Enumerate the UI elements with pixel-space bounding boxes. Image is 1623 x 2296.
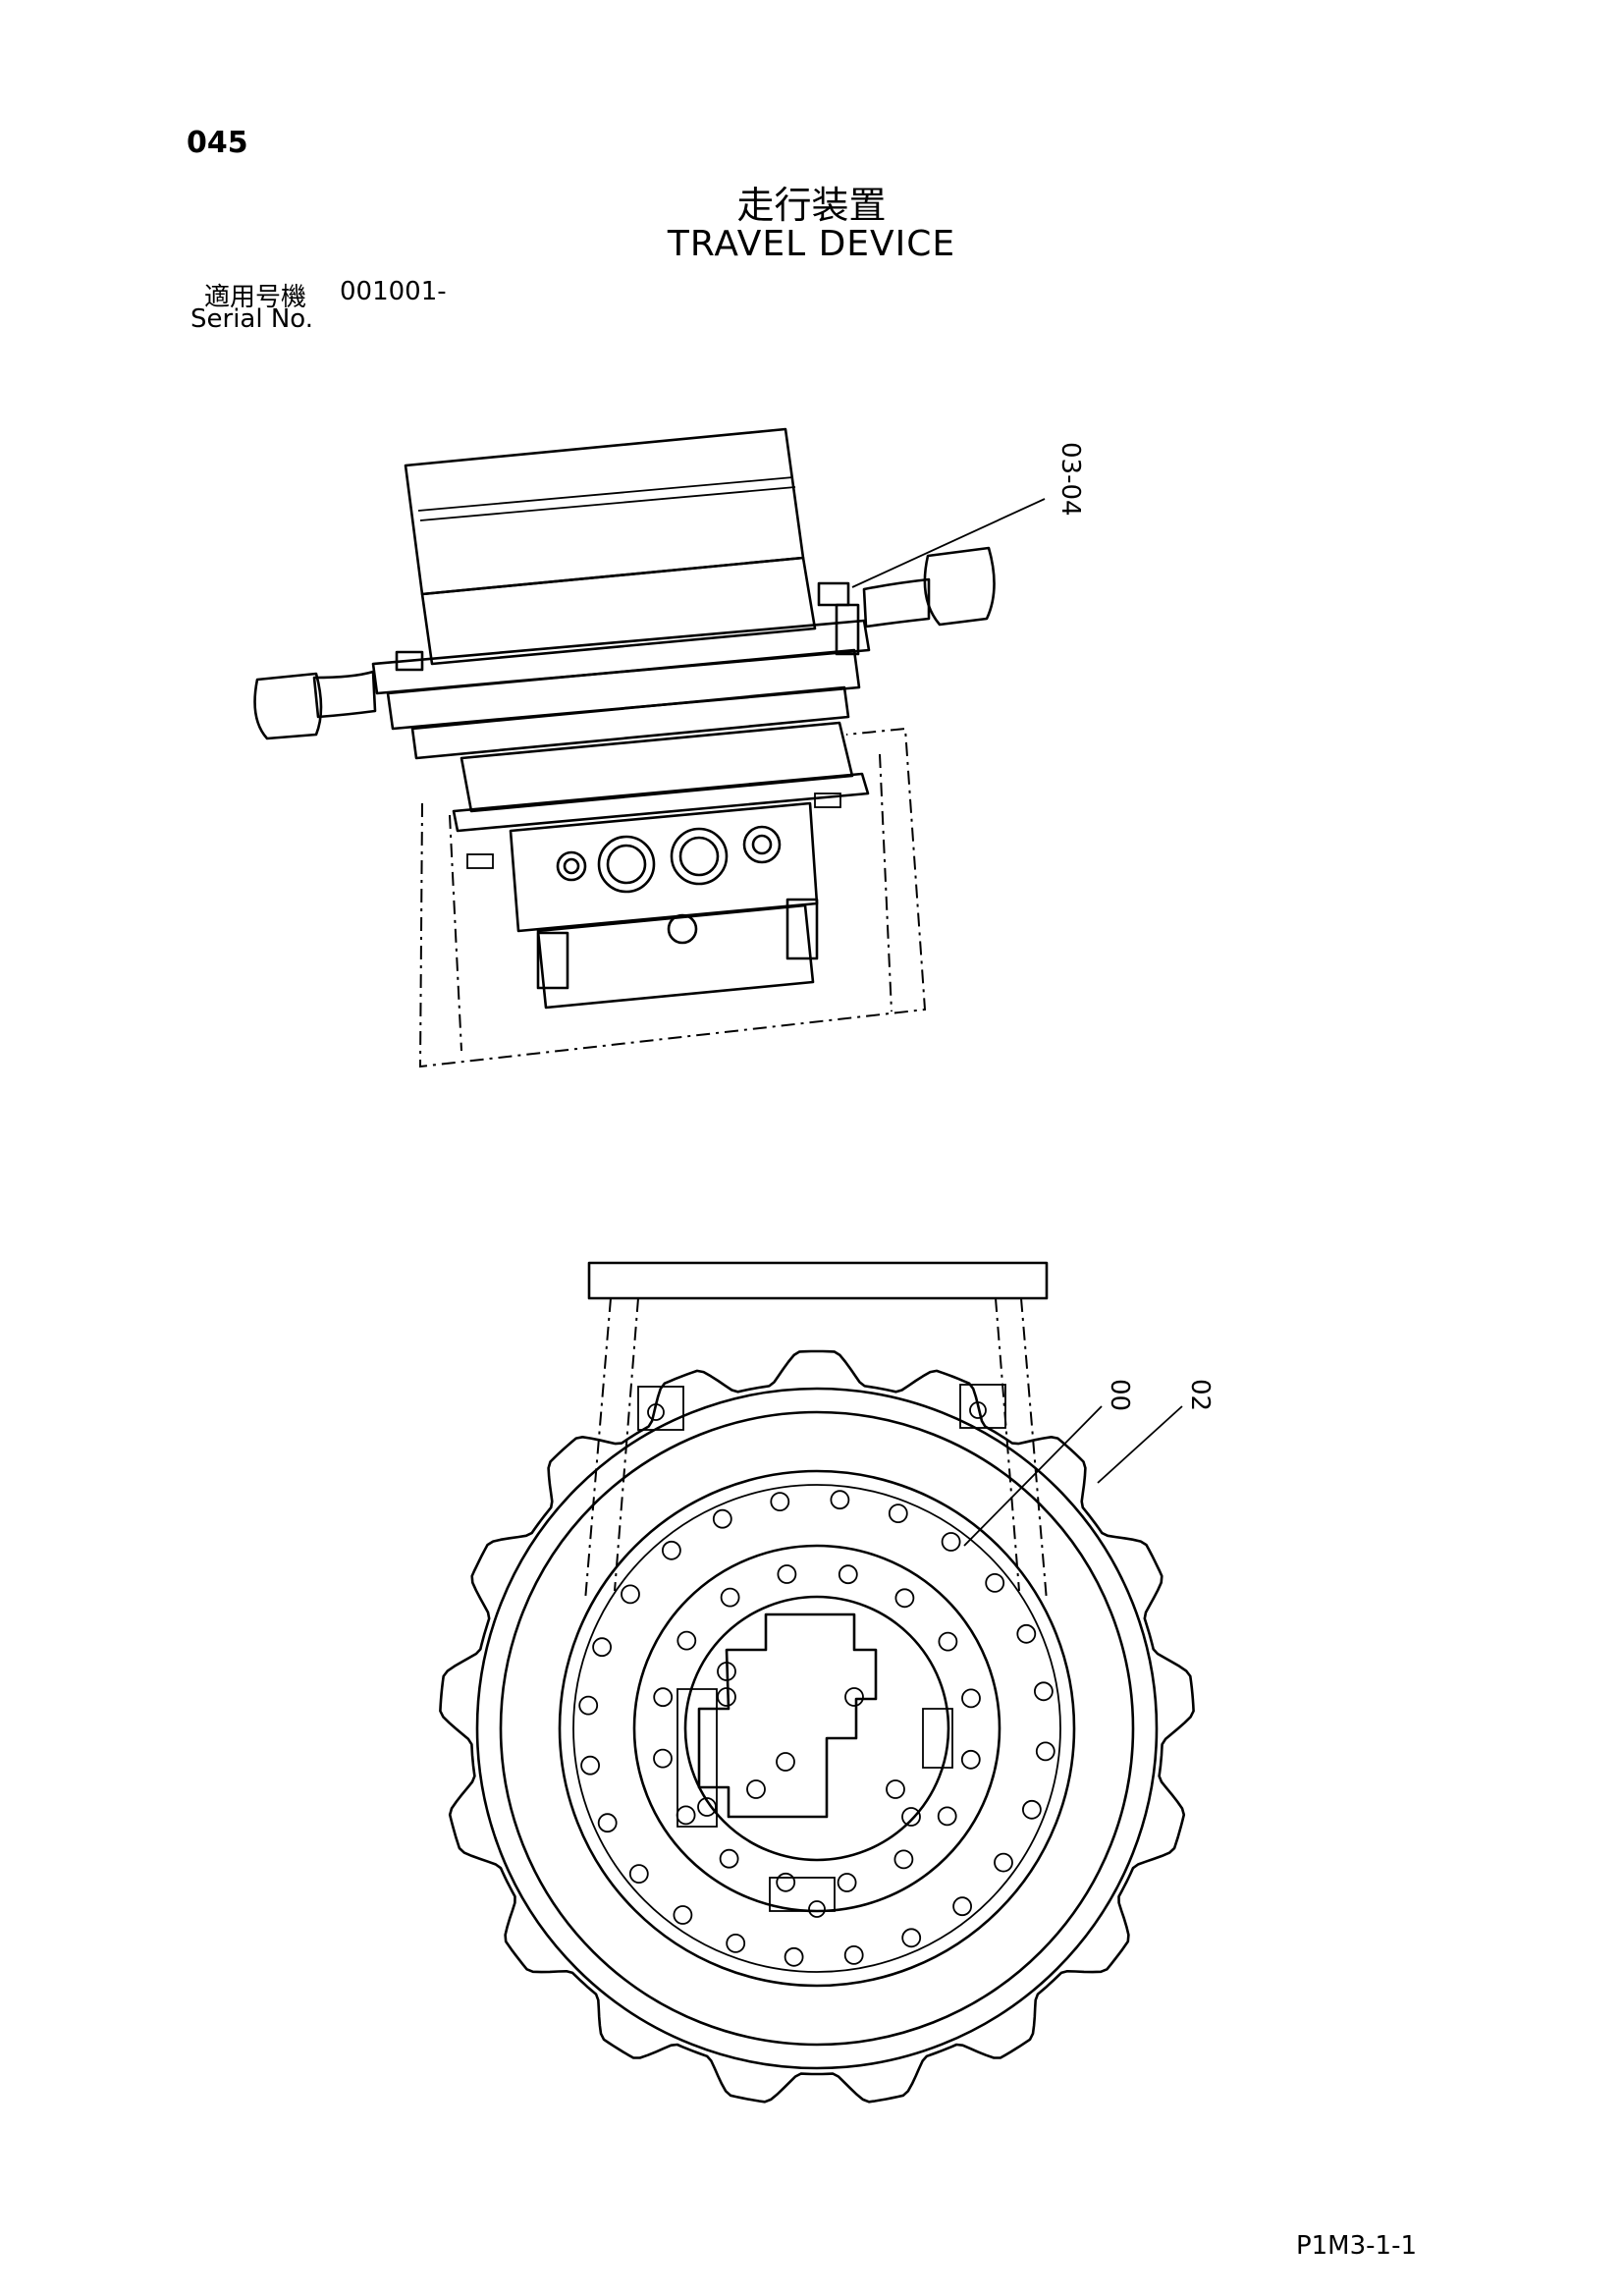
callout-leader-03-04 bbox=[851, 498, 1046, 588]
serial-number-value: 001001- bbox=[340, 277, 447, 306]
bolt-hole bbox=[894, 1588, 915, 1609]
callout-label-02: 02 bbox=[1185, 1379, 1215, 1411]
bolt-hole bbox=[1022, 1799, 1042, 1820]
bolt-hole bbox=[1034, 1681, 1054, 1702]
bolt-hole bbox=[941, 1532, 961, 1552]
bolt-hole bbox=[893, 1849, 914, 1870]
bolt-hole bbox=[628, 1864, 649, 1884]
page-title: TRAVEL DEVICE bbox=[667, 224, 956, 264]
bolt-hole bbox=[1035, 1741, 1055, 1762]
bolt-hole bbox=[662, 1540, 681, 1560]
bolt-hole bbox=[830, 1490, 850, 1510]
callout-label-03-04: 03-04 bbox=[1055, 442, 1085, 517]
bolt-hole bbox=[597, 1813, 618, 1833]
serial-label: Serial No. bbox=[190, 304, 313, 334]
callout-label-00: 00 bbox=[1105, 1379, 1134, 1411]
bolt-hole bbox=[580, 1755, 600, 1776]
bolt-hole bbox=[719, 1848, 739, 1869]
bolt-hole bbox=[653, 1687, 674, 1708]
bolt-hole bbox=[837, 1873, 857, 1892]
bolt-hole bbox=[653, 1748, 673, 1769]
front-view-assembly bbox=[439, 1261, 1195, 2104]
bolt-hole bbox=[994, 1852, 1013, 1873]
bolt-hole bbox=[673, 1905, 693, 1925]
callout-leader-00 bbox=[963, 1405, 1103, 1547]
bolt-hole bbox=[720, 1587, 740, 1608]
page-title-japanese: 走行装置 bbox=[736, 184, 887, 227]
bolt-hole bbox=[952, 1896, 972, 1917]
bolt-hole bbox=[838, 1564, 858, 1585]
bolt-hole bbox=[592, 1637, 612, 1658]
bolt-hole bbox=[770, 1492, 790, 1511]
side-view-assembly bbox=[253, 427, 996, 1068]
bolt-hole bbox=[888, 1503, 908, 1523]
bolt-hole bbox=[960, 1749, 981, 1770]
bolt-hole bbox=[937, 1806, 957, 1827]
bolt-hole bbox=[578, 1695, 599, 1716]
bolt-hole bbox=[985, 1573, 1005, 1593]
bolt-hole bbox=[726, 1934, 746, 1953]
bolt-hole bbox=[676, 1630, 697, 1651]
bolt-hole bbox=[901, 1928, 922, 1948]
drawing-code: P1M3-1-1 bbox=[1295, 2231, 1417, 2261]
callout-leader-02 bbox=[1097, 1405, 1183, 1484]
bolt-hole bbox=[621, 1584, 640, 1605]
bolt-hole bbox=[776, 1872, 796, 1892]
bolt-hole bbox=[1016, 1623, 1037, 1644]
bolt-hole bbox=[784, 1946, 804, 1967]
bolt-hole bbox=[676, 1805, 696, 1826]
bolt-hole bbox=[712, 1508, 732, 1529]
bolt-hole bbox=[843, 1945, 864, 1965]
serial-label-japanese: 適用号機 bbox=[204, 283, 307, 312]
page-number: 045 bbox=[187, 126, 248, 160]
bolt-hole bbox=[777, 1564, 797, 1584]
bolt-hole bbox=[938, 1631, 958, 1652]
bolt-hole bbox=[961, 1688, 981, 1709]
